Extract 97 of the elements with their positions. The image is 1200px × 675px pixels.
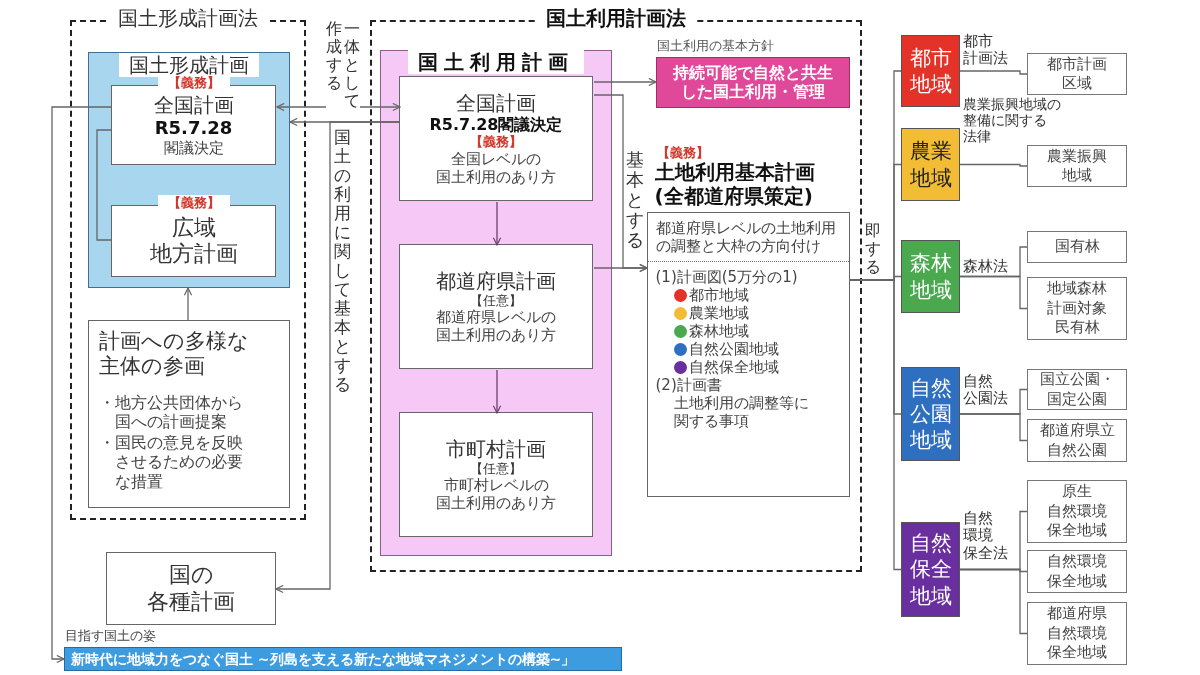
plan-group-box [87, 51, 290, 288]
zone-label: 農業地域 [909, 138, 952, 191]
heading: 全国計画 [153, 93, 234, 118]
area-box [1027, 277, 1127, 340]
arrow [492, 201, 502, 246]
connector-line [959, 163, 1028, 167]
zone-label: 自然保全地域 [909, 530, 952, 609]
list-heading: (1)計画図(5万分の1) [655, 268, 799, 287]
arrow [51, 106, 113, 664]
connector-line [959, 413, 1028, 442]
edge-label: 基本とする [626, 150, 644, 250]
legend-label: 農業地域 [688, 304, 749, 323]
heading: 市町村計画 [446, 436, 546, 461]
zone-box [901, 367, 960, 461]
frame-title: 国土形成計画法 [110, 6, 266, 30]
area-label: 地域森林計画対象民有林 [1047, 279, 1107, 338]
edge-label: 森林法 [963, 258, 1008, 276]
edge-label: 自然公園法 [963, 373, 1008, 408]
plan-box [399, 412, 593, 537]
frame-title: 国土利用計画法 [538, 6, 694, 30]
area-box [1027, 550, 1127, 593]
bullet-text: ・地方公共団体から国への計画提案 [98, 392, 244, 432]
tag-label: 【義務】 [157, 195, 230, 211]
zone-box [901, 35, 960, 107]
zone-box [901, 240, 960, 313]
area-label: 原生自然環境保全地域 [1047, 482, 1107, 541]
list-heading: (2)計画書 [655, 376, 723, 395]
plan-box [399, 244, 593, 369]
edge-label: 自然環境保全法 [963, 510, 1008, 562]
area-label: 都道府県自然環境保全地域 [1047, 604, 1107, 663]
zone-box [901, 522, 960, 617]
heading: 計画への多様な主体の参画 [98, 328, 250, 379]
connector-line [959, 275, 1028, 310]
heading: 広域地方計画 [149, 214, 238, 268]
area-box [1027, 53, 1127, 95]
plan-box [106, 552, 276, 625]
bullet-text: ・国民の意見を反映させるための必要な措置 [98, 433, 244, 491]
arrow [275, 121, 401, 594]
connector-line [96, 129, 113, 241]
connector-line [849, 279, 902, 571]
node-label: 国土利用の基本方針 [656, 37, 774, 54]
group-title: 国土形成計画 [118, 52, 259, 77]
zone-label: 都市地域 [909, 44, 952, 98]
body-text: 全国レベルの国土利用のあり方 [436, 149, 556, 186]
heading: 都道府県計画 [436, 268, 556, 293]
area-label: 都道府県立自然公園 [1039, 421, 1115, 460]
arrow [593, 77, 657, 87]
group-title: 国土利用計画 [407, 49, 584, 74]
area-box [1027, 231, 1127, 263]
area-box [1027, 369, 1127, 410]
plan-group-box [379, 49, 612, 556]
legend-label: 自然公園地域 [688, 340, 779, 359]
node-label: 目指す国土の姿 [65, 628, 156, 644]
banner-text: 持続可能で自然と共生した国土利用・管理 [672, 62, 833, 102]
date-text: R5.7.28閣議決定 [429, 115, 563, 135]
arrow [183, 287, 193, 321]
note-box [87, 319, 290, 508]
connector-line [959, 70, 1028, 75]
area-box [1027, 419, 1127, 462]
area-label: 国立公園・国定公園 [1039, 370, 1115, 409]
tag-label: 【義務】 [157, 75, 230, 91]
banner-text: 新時代に地域力をつなぐ国土 ~列島を支える新たな地域マネジメントの構築~」 [71, 650, 576, 668]
legend-label: 都市地域 [688, 286, 749, 305]
body-text: 土地利用の調整等に関する事項 [672, 394, 810, 431]
legend-label: 森林地域 [688, 322, 749, 341]
body-text: 閣議決定 [163, 138, 224, 157]
edge-label: 国土の利用に関して基本とする [334, 128, 351, 394]
area-label: 国有林 [1054, 237, 1100, 257]
tag-label: 【義務】 [470, 134, 522, 150]
heading: 国の各種計画 [147, 562, 235, 615]
area-box [1027, 602, 1127, 665]
heading: 土地利用基本計画(全都道府県策定) [653, 160, 816, 209]
date-text: R5.7.28 [154, 117, 233, 139]
tag-label: 【任意】 [470, 460, 522, 477]
plan-box [399, 76, 593, 201]
body-text: 市町村レベルの国土利用のあり方 [436, 476, 556, 513]
zone-box [901, 128, 960, 201]
zone-label: 森林地域 [909, 250, 952, 303]
heading: 全国計画 [456, 91, 536, 116]
tag-label: 【任意】 [470, 292, 522, 309]
edge-label: 即する [865, 222, 881, 276]
edge-label: 農業振興地域の整備に関する法律 [963, 96, 1061, 145]
area-label: 都市計画区域 [1047, 54, 1107, 94]
body-text: 都道府県レベルの国土利用のあり方 [436, 308, 556, 345]
connector-line [959, 568, 1028, 635]
arrow [492, 369, 502, 414]
legend-label: 自然保全地域 [688, 358, 779, 377]
area-label: 農業振興地域 [1047, 146, 1107, 186]
arrow [593, 263, 648, 273]
body-text: 都道府県レベルの土地利用の調整と大枠の方向付け [655, 219, 837, 258]
zone-label: 自然公園地域 [909, 374, 952, 454]
edge-label: 都市計画法 [963, 33, 1008, 68]
area-box [1027, 480, 1127, 543]
tag-label: 【義務】 [655, 144, 710, 161]
edge-label: 一体として作成する [326, 20, 360, 110]
area-box [1027, 145, 1127, 187]
area-label: 自然環境保全地域 [1047, 552, 1107, 591]
